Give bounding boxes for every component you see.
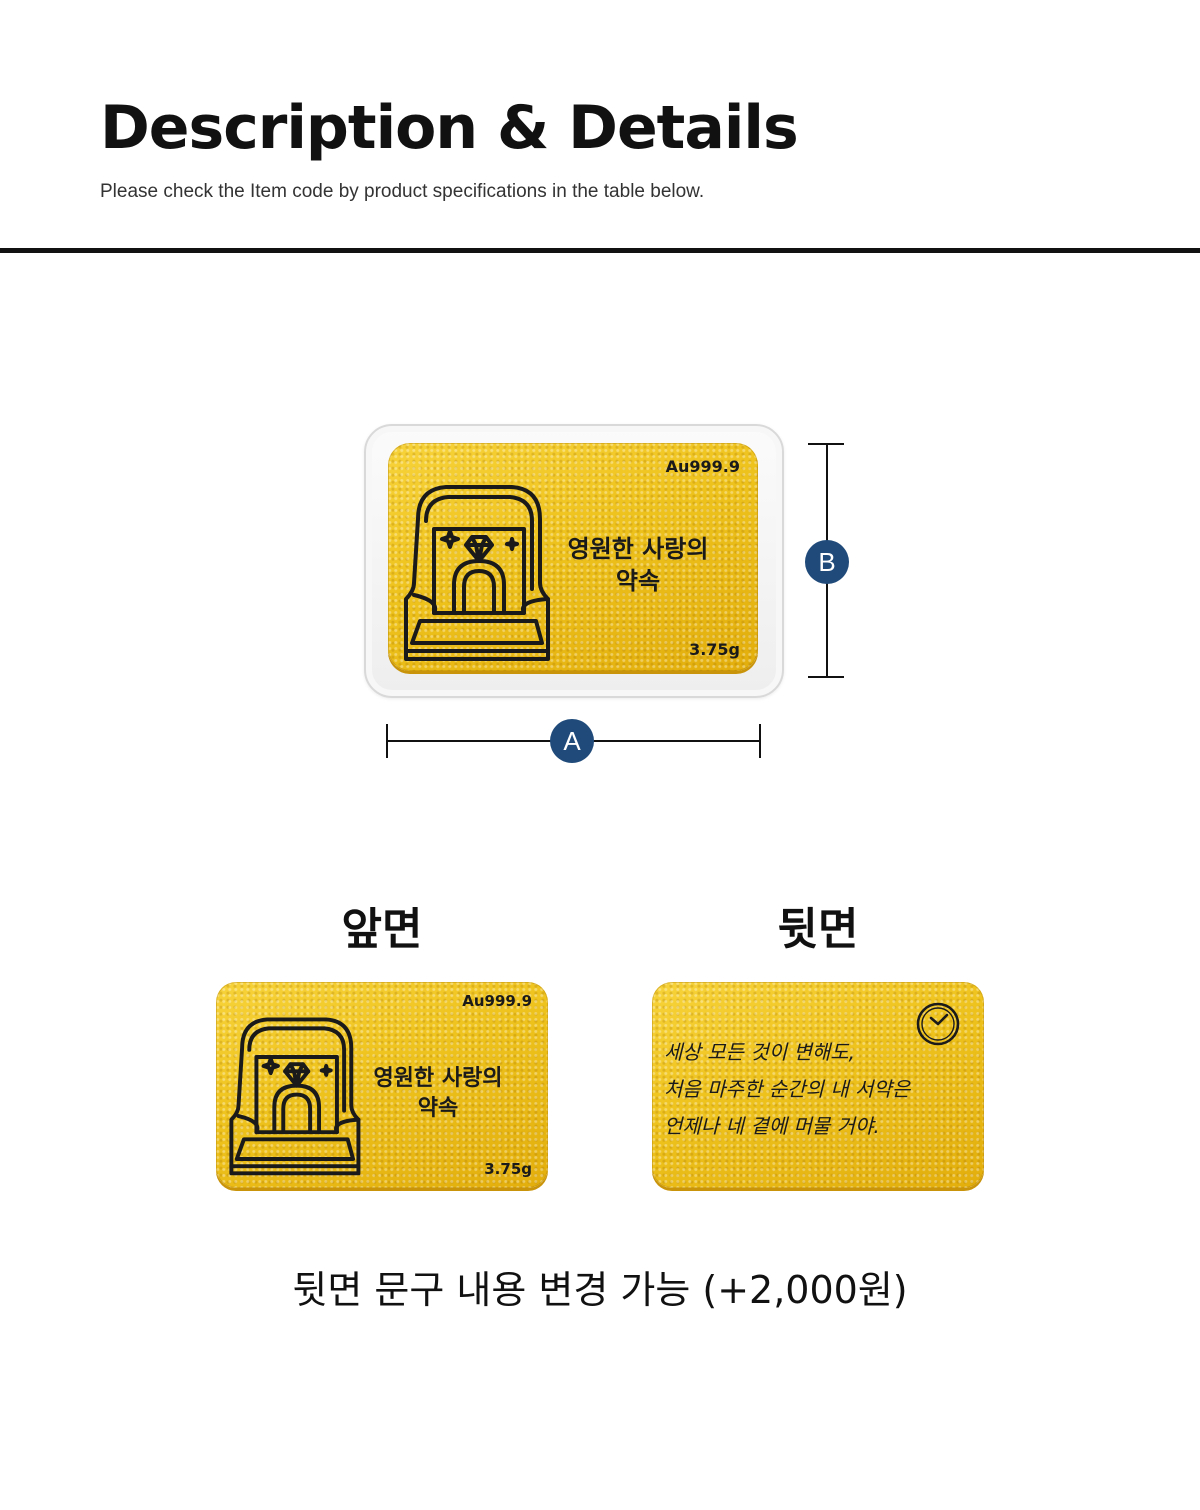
header-divider [0,248,1200,253]
sparkle-icon [261,1056,280,1076]
back-side-title: 뒷면 [777,904,859,955]
engraving-change-note: 뒷면 문구 내용 변경 가능 (+2,000원) [292,1268,908,1312]
diamond-ring-icon [283,1062,311,1088]
dimension-a-tick-right [759,724,761,758]
dimension-a-badge: A [550,719,594,763]
dimension-b-badge: B [805,540,849,584]
engraving-line-1: 영원한 사랑의 [567,535,709,563]
dimension-b-tick-top [808,443,844,445]
back-message: 세상 모든 것이 변해도, 처음 마주한 순간의 내 서약은 언제나 네 곁에 … [664,1034,964,1145]
page-title: Description & Details [100,93,799,163]
weight-label-front: 3.75g [484,1160,532,1178]
clock-icon [916,1002,960,1046]
back-message-line-1: 세상 모든 것이 변해도, [664,1040,856,1064]
front-side-title: 앞면 [341,904,423,955]
engraving-line-2: 약속 [615,567,661,596]
front-engraving-small: 영원한 사랑의 약속 [348,1064,528,1123]
purity-label: Au999.9 [665,457,740,476]
engraving-line-1: 영원한 사랑의 [373,1066,503,1091]
diamond-ring-icon [464,535,494,563]
engraving-line-2: 약속 [417,1095,459,1121]
back-message-line-2: 처음 마주한 순간의 내 서약은 [664,1077,911,1101]
dimension-b-tick-bottom [808,676,844,678]
gold-bar-front: Au999.9 영원한 사랑의 약속 3.75g [216,982,548,1188]
ring-box-icon [229,1017,361,1176]
page-subtitle: Please check the Item code by product sp… [100,181,705,202]
sparkle-icon [440,529,460,549]
gold-bar-back: 세상 모든 것이 변해도, 처음 마주한 순간의 내 서약은 언제나 네 곁에 … [652,982,984,1188]
gold-bar-main: Au999.9 영원한 사랑의 약속 3.75g [388,443,758,671]
purity-label-front: Au999.9 [462,992,532,1010]
ring-box-icon [404,485,550,661]
weight-label: 3.75g [689,640,740,659]
back-message-line-3: 언제나 네 곁에 머물 거야. [664,1114,880,1138]
dimension-a-tick-left [386,724,388,758]
front-engraving: 영원한 사랑의 약속 [538,533,738,598]
